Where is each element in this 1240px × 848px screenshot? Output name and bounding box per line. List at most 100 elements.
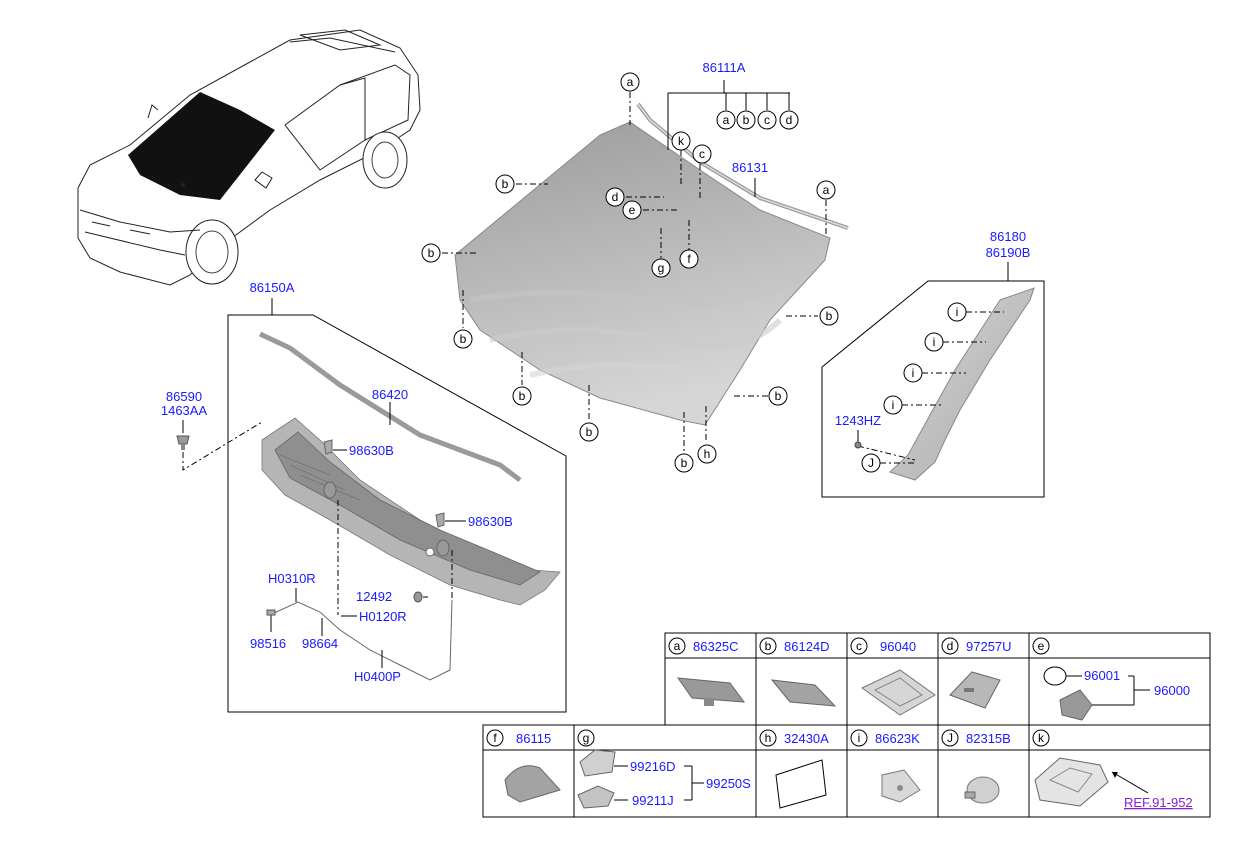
part-86420[interactable]: 86420	[372, 387, 408, 402]
ref-91-952-link[interactable]: REF.91-952	[1124, 795, 1193, 810]
table-cell-e: e	[1032, 637, 1050, 655]
callout-e: e	[622, 200, 642, 220]
pillar-trim-part	[889, 287, 1035, 481]
pillar-leaders	[857, 311, 1004, 464]
table-cell-h: h 32430A	[759, 729, 829, 747]
svg-text:e: e	[629, 203, 636, 217]
callout-c-sub: c	[757, 110, 777, 130]
vehicle-illustration	[77, 29, 421, 286]
part-98630b-1[interactable]: 98630B	[349, 443, 394, 458]
table-cell-k: k	[1032, 729, 1050, 747]
clip-12492-icon	[413, 591, 423, 603]
svg-text:g: g	[658, 261, 665, 275]
svg-text:i: i	[858, 731, 861, 745]
table-part-99211j[interactable]: 99211J	[632, 793, 674, 808]
part-image-e	[1043, 666, 1150, 721]
table-part-99250s[interactable]: 99250S	[706, 776, 751, 791]
part-86590[interactable]: 86590	[166, 389, 202, 404]
svg-text:d: d	[947, 639, 954, 653]
svg-text:c: c	[856, 639, 862, 653]
svg-text:J: J	[868, 456, 874, 470]
part-1243hz[interactable]: 1243HZ	[835, 413, 881, 428]
grommet-icon	[176, 435, 190, 450]
part-98516[interactable]: 98516	[250, 636, 286, 651]
part-86180[interactable]: 86180	[990, 229, 1026, 244]
table-cell-c: c 96040	[850, 637, 916, 655]
part-image-k	[1034, 757, 1149, 807]
part-image-h	[775, 759, 827, 809]
svg-text:b: b	[681, 456, 688, 470]
cowl-assembly-box	[227, 298, 567, 713]
svg-text:g: g	[583, 731, 590, 745]
table-part-32430a[interactable]: 32430A	[784, 731, 829, 746]
part-1463aa[interactable]: 1463AA	[161, 403, 208, 418]
svg-text:k: k	[678, 134, 685, 148]
table-part-82315b[interactable]: 82315B	[966, 731, 1011, 746]
callout-b-4: b	[453, 329, 473, 349]
part-image-c	[861, 669, 936, 716]
callout-j: J	[861, 453, 881, 473]
svg-text:a: a	[823, 183, 830, 197]
part-98630b-2[interactable]: 98630B	[468, 514, 513, 529]
part-image-j	[964, 776, 1000, 804]
table-part-96000[interactable]: 96000	[1154, 683, 1190, 698]
table-cell-g: g	[577, 729, 595, 747]
table-part-96001[interactable]: 96001	[1084, 668, 1120, 683]
callout-b-3: b	[819, 306, 839, 326]
svg-text:i: i	[933, 335, 936, 349]
table-cell-a: a 86325C	[668, 637, 739, 655]
table-part-86124d[interactable]: 86124D	[784, 639, 830, 654]
svg-text:a: a	[674, 639, 681, 653]
part-image-d	[949, 671, 1001, 709]
callout-i-2: i	[924, 332, 944, 352]
part-98664[interactable]: 98664	[302, 636, 338, 651]
svg-text:b: b	[765, 639, 772, 653]
callout-h: h	[697, 444, 717, 464]
part-image-g	[577, 749, 704, 809]
svg-text:h: h	[704, 447, 711, 461]
part-h0310r[interactable]: H0310R	[268, 571, 316, 586]
part-image-b	[770, 679, 837, 707]
callout-i-4: i	[883, 395, 903, 415]
part-86111a[interactable]: 86111A	[703, 60, 746, 75]
table-part-86325c[interactable]: 86325C	[693, 639, 739, 654]
table-cell-b: b 86124D	[759, 637, 830, 655]
part-image-i	[881, 769, 921, 803]
svg-text:a: a	[723, 113, 730, 127]
part-86131[interactable]: 86131	[732, 160, 768, 175]
callout-i-3: i	[903, 363, 923, 383]
table-part-99216d[interactable]: 99216D	[630, 759, 676, 774]
table-cell-i: i 86623K	[850, 729, 920, 747]
callout-k: k	[671, 131, 691, 151]
table-part-86623k[interactable]: 86623K	[875, 731, 920, 746]
svg-text:h: h	[765, 731, 772, 745]
cowl-seal-strip	[258, 331, 522, 482]
callout-f: f	[679, 249, 699, 269]
table-part-97257u[interactable]: 97257U	[966, 639, 1012, 654]
part-12492[interactable]: 12492	[356, 589, 392, 604]
svg-text:b: b	[460, 332, 467, 346]
callout-b-1: b	[495, 174, 515, 194]
part-h0400p[interactable]: H0400P	[354, 669, 401, 684]
connector-98516-icon	[266, 609, 276, 616]
table-part-96040[interactable]: 96040	[880, 639, 916, 654]
pillar-trim-box	[821, 262, 1045, 498]
part-h0120r[interactable]: H0120R	[359, 609, 407, 624]
callout-b-sub: b	[736, 110, 756, 130]
washer-hose	[271, 599, 453, 681]
svg-text:i: i	[892, 398, 895, 412]
screw-1243hz-icon	[854, 441, 862, 449]
part-86190b[interactable]: 86190B	[986, 245, 1031, 260]
table-part-86115[interactable]: 86115	[516, 731, 551, 746]
part-image-f	[504, 765, 561, 803]
callout-b-7: b	[579, 422, 599, 442]
callout-a-top: a	[620, 72, 640, 92]
part-86150a[interactable]: 86150A	[250, 280, 295, 295]
svg-text:a: a	[627, 75, 634, 89]
nozzle-1-icon	[323, 439, 333, 455]
svg-text:b: b	[743, 113, 750, 127]
svg-text:J: J	[947, 731, 953, 745]
svg-text:f: f	[493, 731, 497, 745]
callout-i-1: i	[947, 302, 967, 322]
